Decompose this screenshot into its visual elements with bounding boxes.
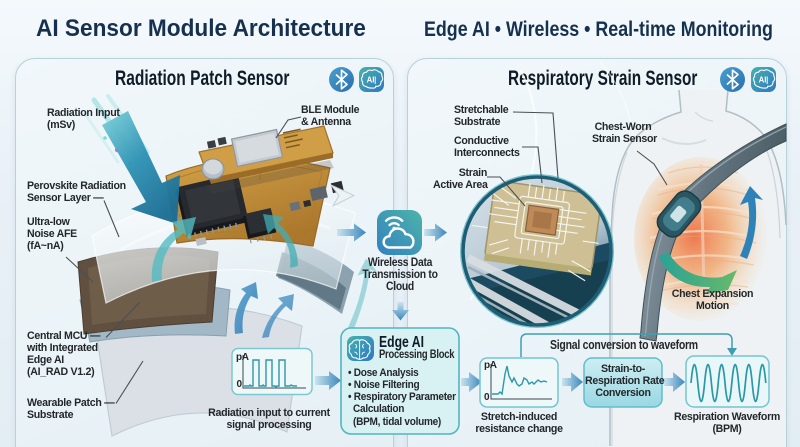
svg-text:AI: AI [367, 76, 375, 85]
svg-text:AI: AI [759, 76, 767, 85]
